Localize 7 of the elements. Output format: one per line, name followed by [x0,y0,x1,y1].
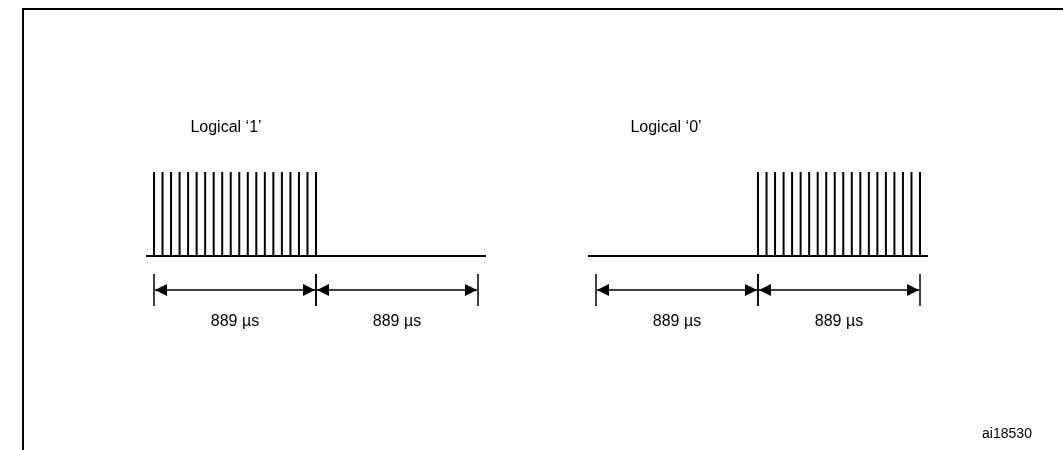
signal-label: Logical ‘1’ [190,118,262,136]
duration-label: 889 µs [652,312,702,330]
signal-label: Logical ‘0’ [630,118,702,136]
duration-label: 889 µs [814,312,864,330]
duration-label: 889 µs [210,312,260,330]
figure-id: ai18530 [982,425,1032,441]
duration-label: 889 µs [372,312,422,330]
